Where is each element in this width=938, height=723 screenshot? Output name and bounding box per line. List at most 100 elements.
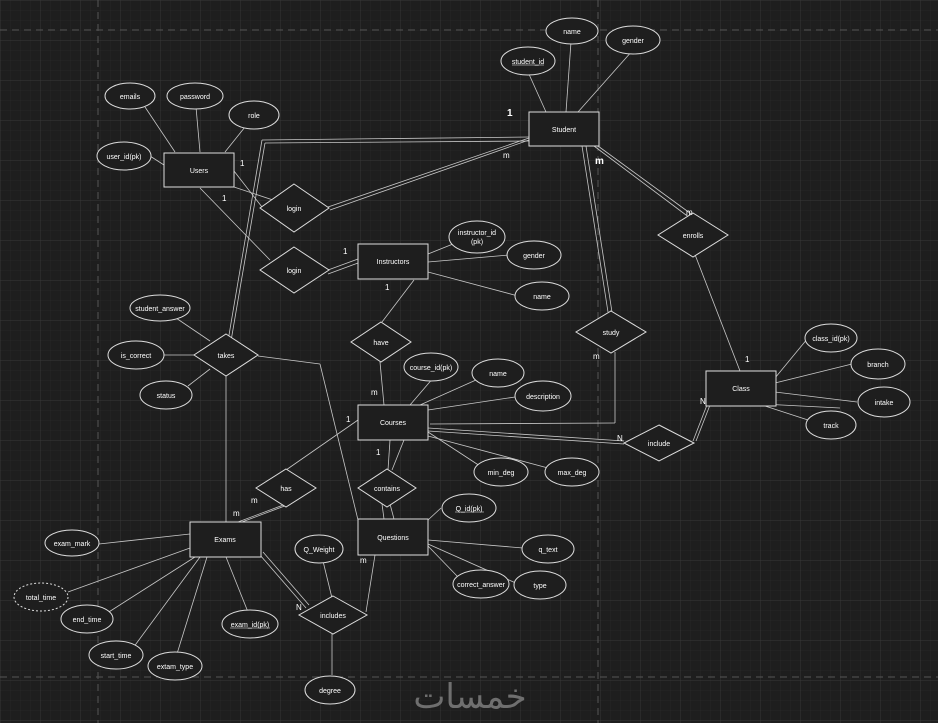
attr-q-weight-oval[interactable] <box>294 534 344 564</box>
rel-takes[interactable] <box>193 333 259 377</box>
relationship-labels: login login enrolls study have takes has… <box>218 206 704 620</box>
label-contains: contains <box>374 486 401 493</box>
label-exam-id: exam_id(pk) <box>231 622 270 629</box>
attr-instructor-gender-oval[interactable] <box>506 240 562 270</box>
attr-is-correct-oval[interactable] <box>107 340 165 370</box>
attr-exam-mark-oval[interactable] <box>44 529 100 557</box>
rel-enrolls[interactable] <box>657 212 729 258</box>
attr-correct-answer-oval[interactable] <box>452 569 510 599</box>
attr-degree-oval[interactable] <box>304 675 356 705</box>
rel-have[interactable] <box>350 321 412 363</box>
attr-description-oval[interactable] <box>514 380 572 412</box>
attr-max-deg-oval[interactable] <box>544 457 600 487</box>
label-instructor-id-line1: instructor_id <box>458 230 496 237</box>
pk-underlines <box>230 64 544 629</box>
label-login-instructor: login <box>287 268 302 275</box>
entity-student[interactable] <box>528 111 600 147</box>
label-users: Users <box>190 168 209 175</box>
attributes <box>13 17 911 705</box>
label-type: type <box>533 583 546 590</box>
attr-track-oval[interactable] <box>805 410 857 440</box>
rel-include[interactable] <box>622 424 696 462</box>
card-includes-n: N <box>296 603 302 612</box>
label-questions: Questions <box>377 535 409 542</box>
attr-intake-oval[interactable] <box>857 386 911 418</box>
attr-student-id-oval[interactable] <box>500 46 556 76</box>
card-have-courses-m: m <box>371 388 378 397</box>
label-password: password <box>180 94 210 101</box>
cardinality-labels: 1 1 1 1 m m m 1 m m 1 N N 1 1 m m m N <box>222 108 750 612</box>
label-max-deg: max_deg <box>558 470 587 477</box>
label-q-weight: Q_Weight <box>304 547 335 554</box>
card-instructor-login-1: 1 <box>343 247 348 256</box>
label-intake: intake <box>875 400 894 407</box>
rel-contains[interactable] <box>357 468 417 508</box>
entity-class[interactable] <box>705 370 777 407</box>
attr-type-oval[interactable] <box>513 570 567 600</box>
rel-login-instructor[interactable] <box>259 246 330 294</box>
attr-student-name-oval[interactable] <box>545 17 599 45</box>
attr-password-oval[interactable] <box>166 82 224 110</box>
entity-instructors[interactable] <box>357 243 429 280</box>
label-instructor-name: name <box>533 294 551 301</box>
attr-end-time-oval[interactable] <box>60 604 114 634</box>
card-questions-m: m <box>360 556 367 565</box>
rel-study[interactable] <box>575 310 647 354</box>
entity-courses[interactable] <box>357 404 429 441</box>
label-start-time: start_time <box>101 653 132 660</box>
attr-emails-oval[interactable] <box>104 82 156 110</box>
attr-total-time-oval[interactable] <box>13 582 69 612</box>
label-emails: emails <box>120 94 141 101</box>
entity-questions[interactable] <box>357 518 429 556</box>
attr-min-deg-oval[interactable] <box>473 457 529 487</box>
card-users-login2-1: 1 <box>222 194 227 203</box>
card-courses-contains-1: 1 <box>376 448 381 457</box>
card-student-m-big: m <box>595 156 604 167</box>
label-q-text: q_text <box>538 547 557 554</box>
attr-status-oval[interactable] <box>139 380 193 410</box>
attr-student-gender-oval[interactable] <box>605 25 661 55</box>
label-courses: Courses <box>380 420 407 427</box>
entity-users[interactable] <box>163 152 235 188</box>
connectors <box>67 41 858 675</box>
attr-exam-type-oval[interactable] <box>147 651 203 681</box>
card-include-n: N <box>617 434 623 443</box>
attr-course-name-oval[interactable] <box>471 358 525 388</box>
label-instructor-id-line2: (pk) <box>471 239 483 246</box>
attr-instructor-name-oval[interactable] <box>514 281 570 311</box>
label-role: role <box>248 113 260 120</box>
watermark-logo: خمسات <box>413 677 526 717</box>
attr-start-time-oval[interactable] <box>88 640 144 670</box>
label-student-name: name <box>563 29 581 36</box>
label-degree: degree <box>319 688 341 695</box>
attr-class-id-oval[interactable] <box>804 323 858 353</box>
attr-branch-oval[interactable] <box>850 348 906 380</box>
card-class-n: N <box>700 397 706 406</box>
label-login-student: login <box>287 206 302 213</box>
label-include: include <box>648 441 670 448</box>
attr-course-id-oval[interactable] <box>403 352 459 382</box>
rel-includes[interactable] <box>297 595 369 635</box>
card-users-login-1: 1 <box>240 159 245 168</box>
attr-q-id-oval[interactable] <box>441 493 497 523</box>
attr-q-text-oval[interactable] <box>521 534 575 564</box>
card-student-login-1: 1 <box>507 108 513 119</box>
card-instructor-have-1: 1 <box>385 283 390 292</box>
attr-exam-id-oval[interactable] <box>221 609 279 639</box>
label-student: Student <box>552 127 576 134</box>
rel-login-student[interactable] <box>259 183 330 233</box>
label-description: description <box>526 394 560 401</box>
attr-role-oval[interactable] <box>228 100 280 130</box>
label-course-id: course_id(pk) <box>410 365 452 372</box>
label-exams: Exams <box>214 537 236 544</box>
label-has: has <box>280 486 292 493</box>
rel-has[interactable] <box>255 468 317 508</box>
label-student-id: student_id <box>512 59 544 66</box>
attr-user-id-oval[interactable] <box>96 141 152 171</box>
entity-exams[interactable] <box>189 521 262 558</box>
attr-student-answer-oval[interactable] <box>129 294 191 322</box>
attr-instructor-id-oval[interactable] <box>448 220 506 254</box>
label-includes: includes <box>320 613 346 620</box>
entity-labels: Users Student Instructors Courses Class … <box>190 127 750 544</box>
